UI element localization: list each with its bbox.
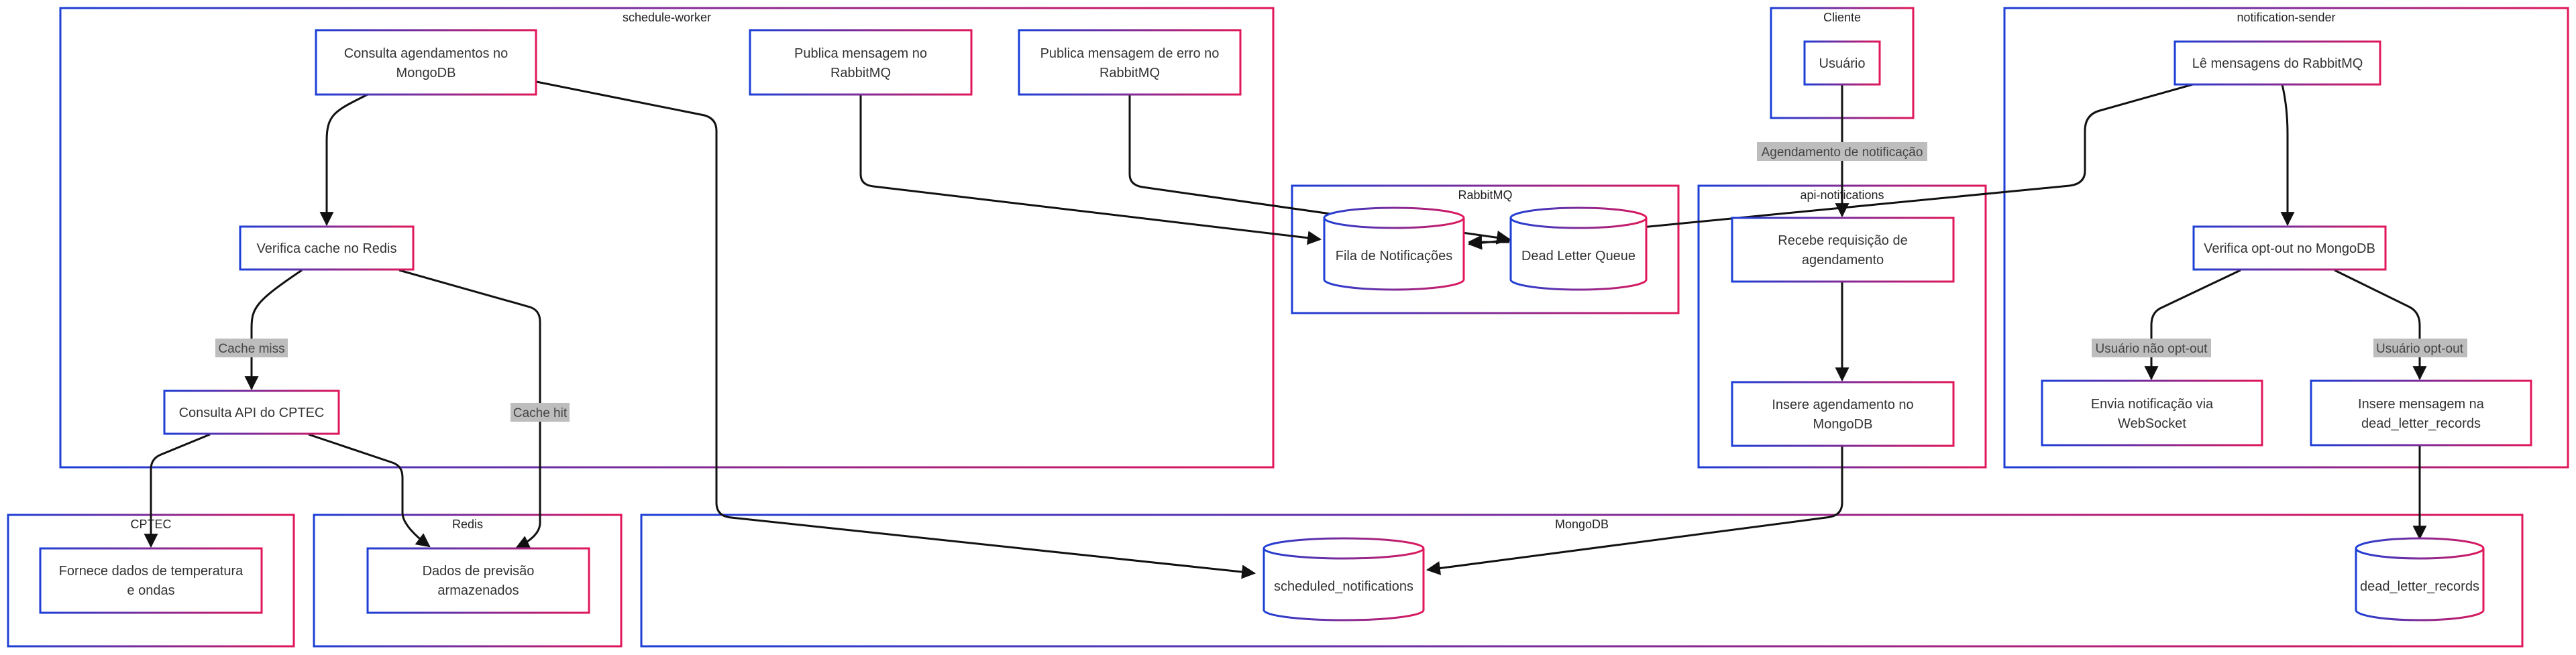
edge-label-usuario-nao-optout: Usuário não opt-out bbox=[2092, 339, 2211, 357]
edge-publica-to-fila bbox=[859, 95, 1322, 245]
edge-label-cache-miss-text: Cache miss bbox=[218, 342, 284, 356]
db-fila-notificacoes: Fila de Notificações bbox=[1323, 206, 1465, 291]
db-scheduled-notifications: scheduled_notifications bbox=[1263, 537, 1425, 621]
svg-text:Verifica opt-out no MongoDB: Verifica opt-out no MongoDB bbox=[2204, 241, 2375, 256]
edge-insere-agendamento-to-scheduled bbox=[1426, 446, 1843, 575]
edge-label-agendamento: Agendamento de notificação bbox=[1757, 142, 1927, 161]
edge-le-mensagens-to-fila bbox=[1467, 80, 2203, 250]
db-dead-letter-queue: Dead Letter Queue bbox=[1509, 206, 1648, 291]
db-dead-letter-records: dead_letter_records bbox=[2355, 537, 2485, 621]
svg-text:scheduled_notifications: scheduled_notifications bbox=[1274, 579, 1413, 594]
edge-label-cache-hit: Cache hit bbox=[511, 403, 570, 422]
edge-label-agendamento-text: Agendamento de notificação bbox=[1762, 145, 1923, 160]
edge-verifica-optout-to-envia bbox=[2144, 269, 2241, 381]
edge-label-cache-miss: Cache miss bbox=[215, 339, 288, 357]
svg-text:Consulta API do CPTEC: Consulta API do CPTEC bbox=[179, 406, 325, 420]
svg-text:Verifica cache no Redis: Verifica cache no Redis bbox=[256, 241, 396, 256]
cluster-schedule-worker: schedule-worker bbox=[59, 7, 1275, 469]
edge-verifica-cache-to-consulta-api bbox=[244, 269, 303, 391]
node-verifica-optout: Verifica opt-out no MongoDB bbox=[2192, 225, 2387, 271]
cluster-notification-sender: notification-sender bbox=[2003, 7, 2569, 469]
svg-text:Usuário: Usuário bbox=[1819, 56, 1866, 71]
cluster-title-rabbitmq: RabbitMQ bbox=[1458, 188, 1512, 202]
edge-consulta-api-to-fornece-dados bbox=[144, 433, 211, 548]
edge-verifica-optout-to-insere-mensagem bbox=[2334, 269, 2427, 381]
node-usuario: Usuário bbox=[1803, 40, 1881, 86]
node-verifica-cache: Verifica cache no Redis bbox=[239, 225, 415, 271]
cluster-title-cliente: Cliente bbox=[1823, 11, 1861, 24]
edges bbox=[144, 80, 2427, 579]
cluster-title-redis: Redis bbox=[452, 518, 483, 531]
cluster-title-mongodb: MongoDB bbox=[1555, 518, 1609, 531]
svg-text:Dead Letter Queue: Dead Letter Queue bbox=[1521, 249, 1635, 263]
node-consulta-api: Consulta API do CPTEC bbox=[163, 390, 340, 435]
edge-consulta-api-to-dados-previsao bbox=[308, 433, 431, 548]
edge-label-usuario-nao-optout-text: Usuário não opt-out bbox=[2096, 342, 2208, 356]
edge-consulta-to-verifica-cache bbox=[319, 93, 368, 227]
edge-label-usuario-optout-text: Usuário opt-out bbox=[2376, 342, 2464, 356]
edge-label-usuario-optout: Usuário opt-out bbox=[2373, 339, 2467, 357]
svg-text:Lê mensagens do RabbitMQ: Lê mensagens do RabbitMQ bbox=[2192, 56, 2363, 71]
cluster-mongodb: MongoDB bbox=[640, 514, 2524, 648]
svg-text:Fila de Notificações: Fila de Notificações bbox=[1336, 249, 1453, 263]
cluster-rabbitmq: RabbitMQ bbox=[1291, 184, 1680, 314]
edge-verifica-cache-to-dados-previsao bbox=[398, 269, 541, 549]
cluster-redis: Redis bbox=[313, 514, 623, 648]
edge-label-cache-hit-text: Cache hit bbox=[513, 406, 568, 420]
cluster-title-notification-sender: notification-sender bbox=[2237, 11, 2335, 24]
edge-consulta-to-scheduled-notifications bbox=[536, 80, 1256, 579]
edge-le-mensagens-to-verifica-optout bbox=[2280, 84, 2295, 227]
edge-publica-erro-to-dlq bbox=[1128, 95, 1511, 245]
node-le-mensagens: Lê mensagens do RabbitMQ bbox=[2174, 40, 2381, 86]
svg-text:dead_letter_records: dead_letter_records bbox=[2360, 579, 2479, 594]
cluster-title-schedule-worker: schedule-worker bbox=[623, 11, 711, 24]
